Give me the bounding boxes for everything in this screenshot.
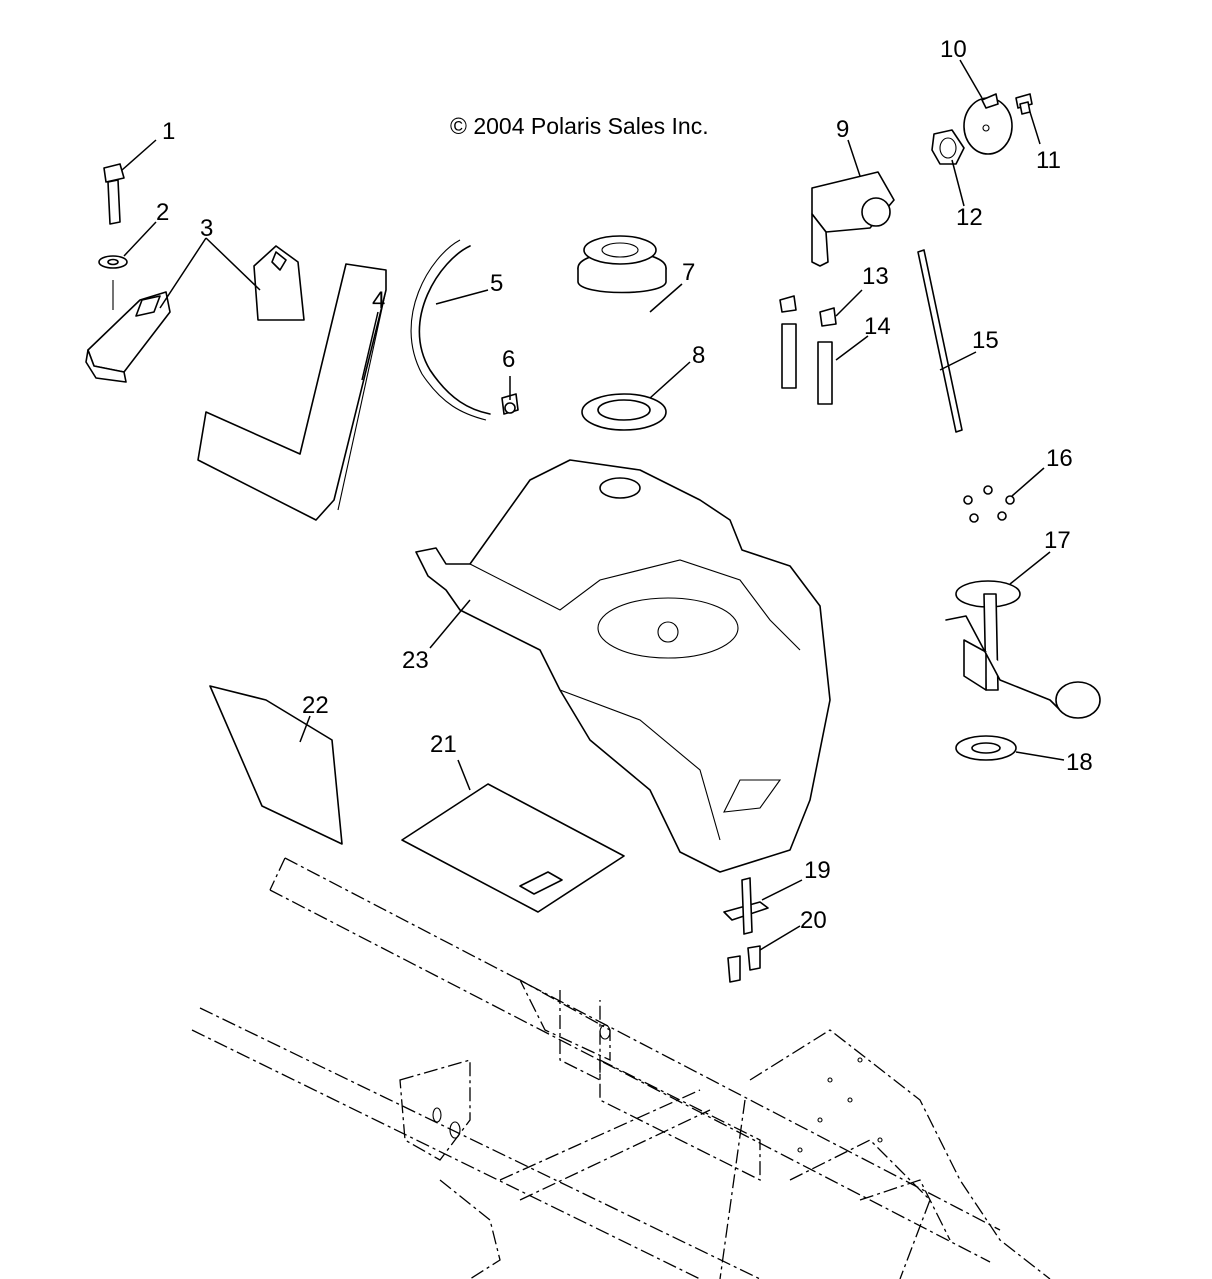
callout-20: 20 (800, 907, 827, 934)
part-6-fitting (501, 393, 519, 415)
callout-19: 19 (804, 857, 831, 884)
copyright-notice: © 2004 Polaris Sales Inc. (450, 113, 709, 139)
part-19-bracket (723, 877, 769, 935)
leader-lines (121, 59, 1065, 951)
part-2-washer (98, 255, 128, 310)
callout-14: 14 (864, 313, 891, 340)
callout-16: 16 (1046, 445, 1073, 472)
callout-12: 12 (956, 204, 983, 231)
part-1-bolt (103, 163, 125, 225)
part-10-cover-plate (963, 93, 1013, 155)
part-13-caps (779, 295, 837, 327)
part-21-pad (401, 783, 625, 913)
part-20-bolts (727, 945, 761, 983)
callout-15: 15 (972, 327, 999, 354)
callout-10: 10 (940, 36, 967, 63)
frame (191, 857, 1051, 1279)
callout-4: 4 (372, 287, 385, 314)
part-15-rod (917, 249, 963, 433)
callout-3: 3 (200, 215, 213, 242)
callout-2: 2 (156, 199, 169, 226)
callout-5: 5 (490, 270, 503, 297)
part-9-valve (811, 171, 895, 267)
callout-numbers: 1 2 3 4 5 6 7 8 9 10 11 12 13 14 15 16 1… (156, 36, 1093, 934)
callout-18: 18 (1066, 749, 1093, 776)
callout-23: 23 (402, 647, 429, 674)
callout-22: 22 (302, 692, 329, 719)
part-16-screws (963, 485, 1015, 523)
part-12-nut (931, 129, 965, 165)
part-14-tubes (781, 323, 833, 405)
part-18-gasket (955, 735, 1017, 761)
callout-21: 21 (430, 731, 457, 758)
part-3-brackets (85, 245, 305, 383)
callout-13: 13 (862, 263, 889, 290)
part-7-fuel-cap (577, 235, 667, 294)
callout-17: 17 (1044, 527, 1071, 554)
callout-7: 7 (682, 259, 695, 286)
part-11-screw (1015, 93, 1033, 115)
callout-6: 6 (502, 346, 515, 373)
part-4-strap-pad (197, 263, 387, 521)
callout-11: 11 (1036, 147, 1061, 174)
part-23-fuel-tank (415, 459, 831, 873)
part-22-panel (209, 685, 343, 845)
callout-8: 8 (692, 342, 705, 369)
part-8-gasket (581, 393, 667, 431)
callout-9: 9 (836, 116, 849, 143)
part-17-fuel-sender (945, 580, 1101, 719)
part-5-vent-hose (410, 239, 491, 421)
callout-1: 1 (162, 118, 175, 145)
